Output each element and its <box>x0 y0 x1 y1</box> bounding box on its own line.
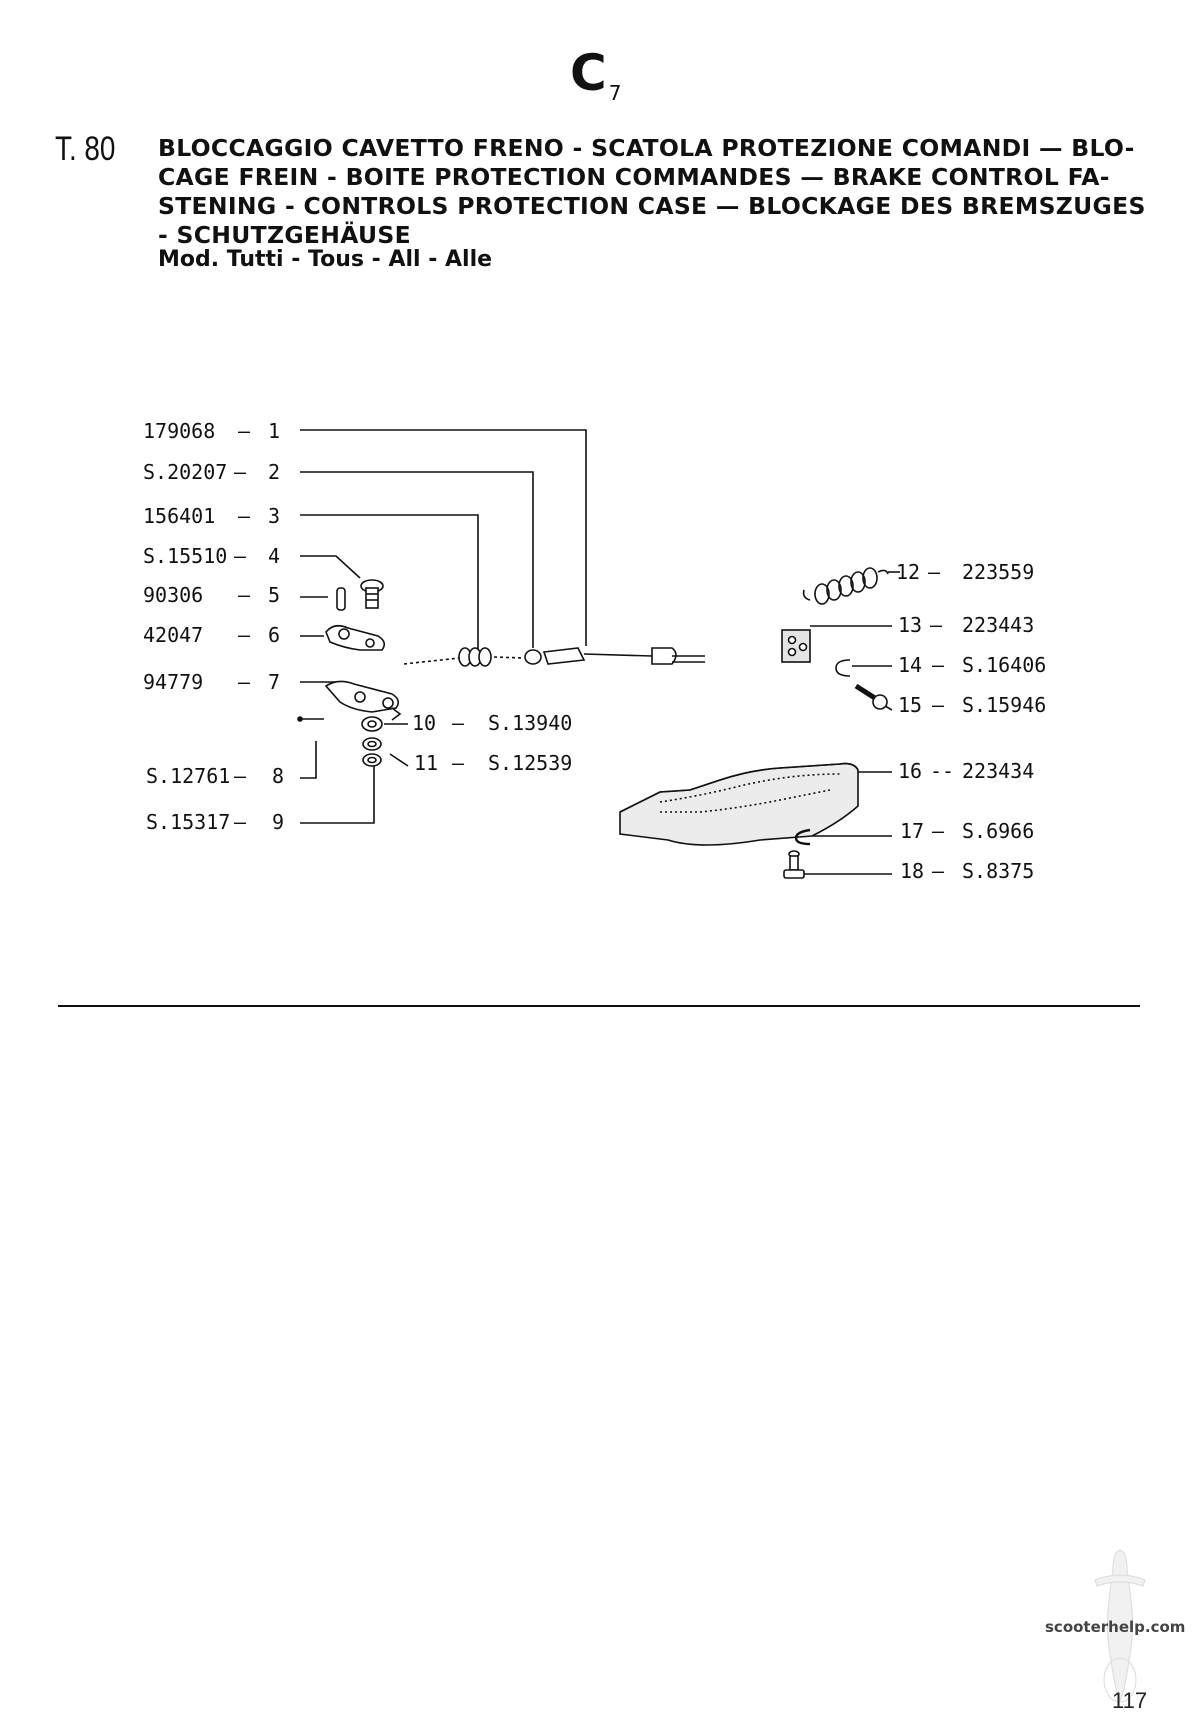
part-code-12: 223559 <box>962 560 1034 584</box>
part-dash-11: — <box>452 751 465 775</box>
part-no-15: 15 <box>898 693 922 717</box>
leader-8 <box>300 741 317 779</box>
clip-drawing <box>835 659 851 677</box>
section-letter-main: C <box>570 44 607 102</box>
part-code-9: S.15317 <box>146 810 230 834</box>
part-number-1: — <box>238 419 251 443</box>
leader-2 <box>300 471 534 648</box>
scooter-logo-icon <box>1094 1549 1146 1703</box>
part-no-8: 8 <box>272 764 284 788</box>
part-code-7: 94779 <box>143 670 203 694</box>
part-no-12: 12 <box>896 560 920 584</box>
part-dash-8: — <box>234 764 247 788</box>
block-drawing <box>781 629 811 663</box>
models-line: Mod. Tutti - Tous - All - Alle <box>158 247 493 272</box>
part-no-1: 1 <box>268 419 280 443</box>
protection-case-drawing <box>619 762 859 846</box>
part-no-17: 17 <box>900 819 924 843</box>
part-dash-17: — <box>932 819 945 843</box>
horizontal-rule <box>58 1005 1140 1007</box>
part-no-4: 4 <box>268 544 280 568</box>
spring-drawing <box>802 567 889 605</box>
part-no-6: 6 <box>268 623 280 647</box>
part-code-18: S.8375 <box>962 859 1034 883</box>
part-code-8: S.12761 <box>146 764 230 788</box>
part-no-18: 18 <box>900 859 924 883</box>
title-line: BLOCCAGGIO CAVETTO FRENO - SCATOLA PROTE… <box>158 134 1135 162</box>
page-number: 117 <box>1112 1688 1148 1713</box>
part-dash-10: — <box>452 711 465 735</box>
part-dash-14: — <box>932 653 945 677</box>
part-dash-5: — <box>238 583 251 607</box>
part-dash-16: -- <box>930 759 954 783</box>
part-code-4: S.15510 <box>143 544 227 568</box>
leader-lines <box>300 429 900 875</box>
part-code-11: S.12539 <box>488 751 572 775</box>
part-code-6: 42047 <box>143 623 203 647</box>
part-no-9: 9 <box>272 810 284 834</box>
screw-drawing <box>854 683 888 710</box>
split-pin-drawing <box>297 716 324 722</box>
part-code-5: 90306 <box>143 583 203 607</box>
part-dash-12: — <box>928 560 941 584</box>
watermark-text: scooterhelp.com <box>1045 1618 1186 1636</box>
leader-3 <box>300 514 479 650</box>
page-title: BLOCCAGGIO CAVETTO FRENO - SCATOLA PROTE… <box>158 134 1148 250</box>
title-line: CAGE FREIN - BOITE PROTECTION COMMANDES … <box>158 163 1110 191</box>
clamp-plate-drawing <box>325 624 386 651</box>
leader-11 <box>389 753 409 767</box>
part-dash-2: — <box>234 460 247 484</box>
part-dash-15: — <box>932 693 945 717</box>
leader-9 <box>300 762 375 824</box>
part-code-14: S.16406 <box>962 653 1046 677</box>
part-no-16: 16 <box>898 759 922 783</box>
part-dash-18: — <box>932 859 945 883</box>
part-code-3: 156401 <box>143 504 215 528</box>
title-line: - SCHUTZGEHÄUSE <box>158 221 411 249</box>
ring-drawing <box>794 828 811 846</box>
part-code-10: S.13940 <box>488 711 572 735</box>
left-parts-drawing <box>297 579 705 767</box>
bracket-drawing <box>324 680 402 721</box>
nut-drawing <box>361 716 383 732</box>
section-subscript: 7 <box>608 81 622 105</box>
bolt-drawing <box>360 579 384 609</box>
part-code-17: S.6966 <box>962 819 1034 843</box>
part-dash-6: — <box>238 623 251 647</box>
part-dash-13: — <box>930 613 943 637</box>
part-no-10: 10 <box>412 711 436 735</box>
part-code-1: 179068 <box>143 419 215 443</box>
small-bolt-drawing <box>783 850 805 879</box>
part-code-15: S.15946 <box>962 693 1046 717</box>
washer-drawing <box>362 737 382 767</box>
part-no-13: 13 <box>898 613 922 637</box>
part-dash-9: — <box>234 810 247 834</box>
part-code-16: 223434 <box>962 759 1034 783</box>
part-dash-7: — <box>238 670 251 694</box>
part-code-2: S.20207 <box>143 460 227 484</box>
part-no-14: 14 <box>898 653 922 677</box>
title-line: STENING - CONTROLS PROTECTION CASE — BLO… <box>158 192 1146 220</box>
part-no-7: 7 <box>268 670 280 694</box>
part-dash-4: — <box>234 544 247 568</box>
part-no-2: 2 <box>268 460 280 484</box>
right-parts-drawing <box>619 567 889 879</box>
leader-1 <box>300 429 587 646</box>
brake-cable-drawing <box>403 647 705 667</box>
part-code-13: 223443 <box>962 613 1034 637</box>
part-no-3: 3 <box>268 504 280 528</box>
part-dash-3: — <box>238 504 251 528</box>
part-no-11: 11 <box>414 751 438 775</box>
leader-4 <box>300 555 361 579</box>
pin-drawing <box>336 587 346 611</box>
table-number: T. 80 <box>55 130 116 168</box>
part-no-5: 5 <box>268 583 280 607</box>
